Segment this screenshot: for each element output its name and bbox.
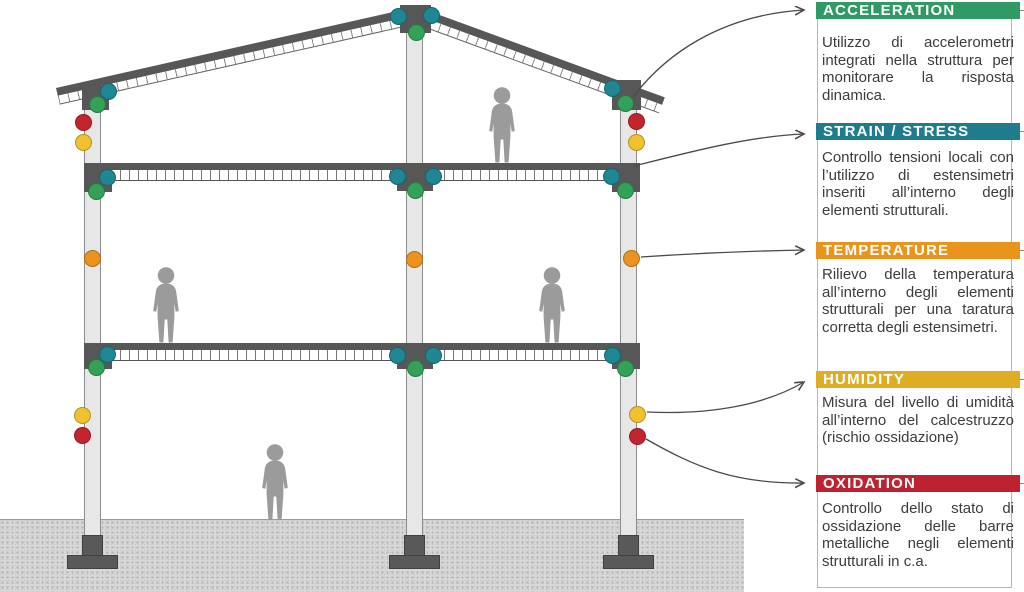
sensor-dot-strain [98,168,116,186]
sensor-dot-temperature [405,250,423,268]
legend-section-strain: STRAIN / STRESS Controllo tensioni local… [816,123,1024,219]
legend-description-strain: Controllo tensioni locali con l’utilizzo… [822,149,1014,219]
floor-slab-top [84,163,640,170]
sensor-dot-strain [422,6,440,24]
leader-arrow-oxidation [645,438,804,483]
sensor-dot-humidity [74,133,92,151]
floor-slab-first [84,343,640,361]
sensor-dot-humidity [628,405,646,423]
footing-base-left [67,555,118,569]
sensor-dot-temperature [622,249,640,267]
footing-base-middle [389,555,440,569]
sensor-dot-oxidation [627,112,645,130]
legend-description-humidity: Misura del livello di umidità all’intern… [822,394,1014,446]
person-figure [485,87,519,168]
sensor-dot-humidity [627,133,645,151]
leader-arrow-strain [633,134,804,167]
sensor-dot-strain [424,167,442,185]
person-figure [258,444,292,525]
legend-header-label: ACCELERATION [823,2,956,19]
sensor-dot-strain [388,167,406,185]
sensor-dot-strain [603,79,621,97]
sensor-dot-acceleration [616,94,634,112]
sensor-dot-strain [98,345,116,363]
sensor-dot-acceleration [616,181,634,199]
legend-header-label: STRAIN / STRESS [823,123,970,140]
legend-header-acceleration: ACCELERATION [816,2,1024,19]
legend-header-label: HUMIDITY [823,371,906,388]
sensor-dot-acceleration [407,23,425,41]
footing-base-right [603,555,654,569]
sensor-dot-strain [99,82,117,100]
sensor-dot-oxidation [628,427,646,445]
legend-header-humidity: HUMIDITY [816,371,1024,388]
legend-section-temperature: TEMPERATURE Rilievo della temperatura al… [816,242,1024,336]
floor-joist-strip [84,350,640,361]
floor-joist-strip [84,170,640,181]
legend-header-temperature: TEMPERATURE [816,242,1024,259]
legend-header-oxidation: OXIDATION [816,475,1024,492]
legend-section-acceleration: ACCELERATION Utilizzo di accelerometri i… [816,2,1024,104]
sensor-dot-acceleration [87,182,105,200]
sensor-dot-strain [424,346,442,364]
sensor-dot-strain [603,346,621,364]
sensor-dot-oxidation [74,113,92,131]
legend-header-label: TEMPERATURE [823,242,950,259]
sensor-dot-humidity [73,406,91,424]
legend-header-label: OXIDATION [823,475,917,492]
legend-section-oxidation: OXIDATION Controllo dello stato di ossid… [816,475,1024,570]
sensor-dot-strain [389,7,407,25]
sensor-dot-acceleration [406,359,424,377]
legend-description-temperature: Rilievo della temperatura all’interno de… [822,266,1014,336]
sensor-dot-strain [388,346,406,364]
legend-header-strain: STRAIN / STRESS [816,123,1024,140]
floor-slab-top [84,343,640,350]
sensor-dot-acceleration [406,181,424,199]
sensor-dot-acceleration [616,359,634,377]
sensor-dot-acceleration [87,358,105,376]
person-figure [149,267,183,348]
leader-arrow-humidity [646,382,804,414]
sensor-dot-temperature [83,249,101,267]
leader-arrow-temperature [640,250,804,258]
legend-section-humidity: HUMIDITY Misura del livello di umidità a… [816,371,1024,447]
leader-arrow-acceleration [632,10,804,98]
floor-slab-second [84,163,640,181]
sensor-dot-strain [602,167,620,185]
sensor-dot-acceleration [88,95,106,113]
legend-description-oxidation: Controllo dello stato di ossidazione del… [822,500,1014,570]
legend-description-acceleration: Utilizzo di accelerometri integrati nell… [822,34,1014,104]
sensor-dot-oxidation [73,426,91,444]
person-figure [535,267,569,348]
